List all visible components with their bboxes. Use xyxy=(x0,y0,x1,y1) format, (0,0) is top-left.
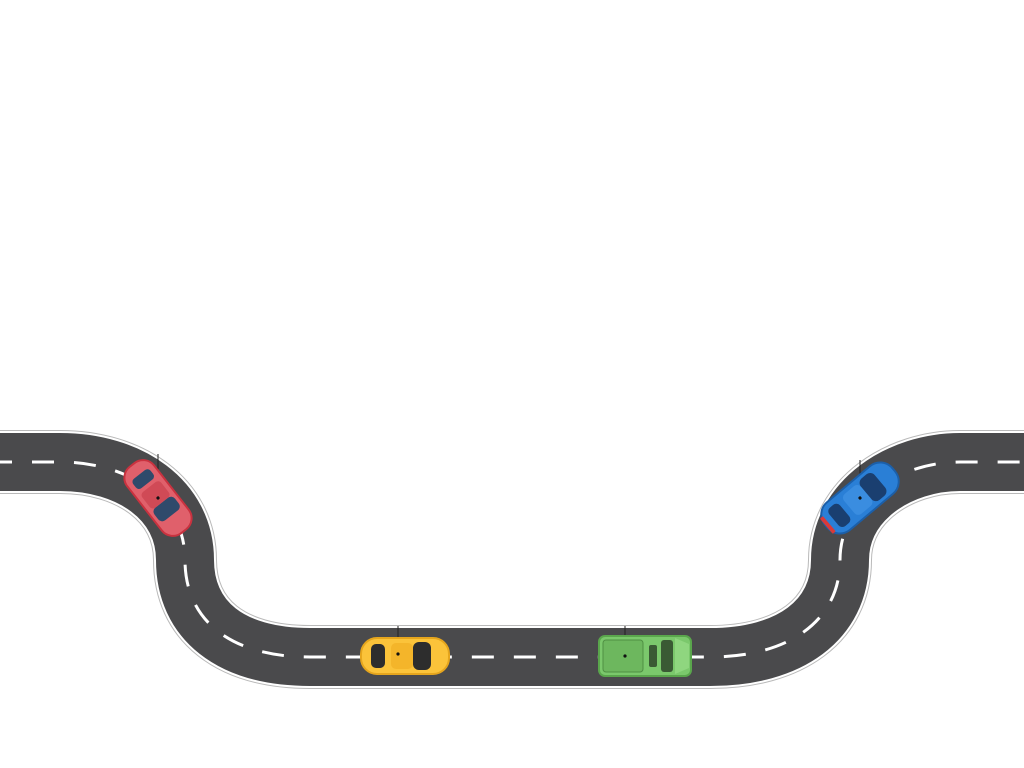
blue-car-roof xyxy=(842,484,873,515)
red-car-rear-window xyxy=(132,469,154,489)
green-car-cargo xyxy=(602,639,644,673)
red-car-dot xyxy=(156,496,160,500)
blue-car-rear-window xyxy=(828,503,851,528)
green-car-dot xyxy=(623,654,627,658)
blue-car[interactable] xyxy=(808,447,906,540)
blue-car-tail-light xyxy=(820,516,836,534)
yellow-car-windshield xyxy=(413,642,431,670)
blue-car-windshield xyxy=(859,473,887,502)
yellow-car-dot xyxy=(396,652,400,656)
green-car-cab-window xyxy=(649,645,657,667)
green-car-hood xyxy=(675,638,689,674)
red-car-windshield xyxy=(153,496,180,522)
red-car-roof xyxy=(141,481,170,509)
yellow-car[interactable] xyxy=(360,626,450,675)
green-car-windshield xyxy=(661,640,673,672)
green-car[interactable] xyxy=(598,626,692,677)
yellow-car-rear-window xyxy=(371,644,385,668)
yellow-car-roof xyxy=(391,643,413,669)
red-car[interactable] xyxy=(119,448,205,541)
blue-car-dot xyxy=(858,496,862,500)
